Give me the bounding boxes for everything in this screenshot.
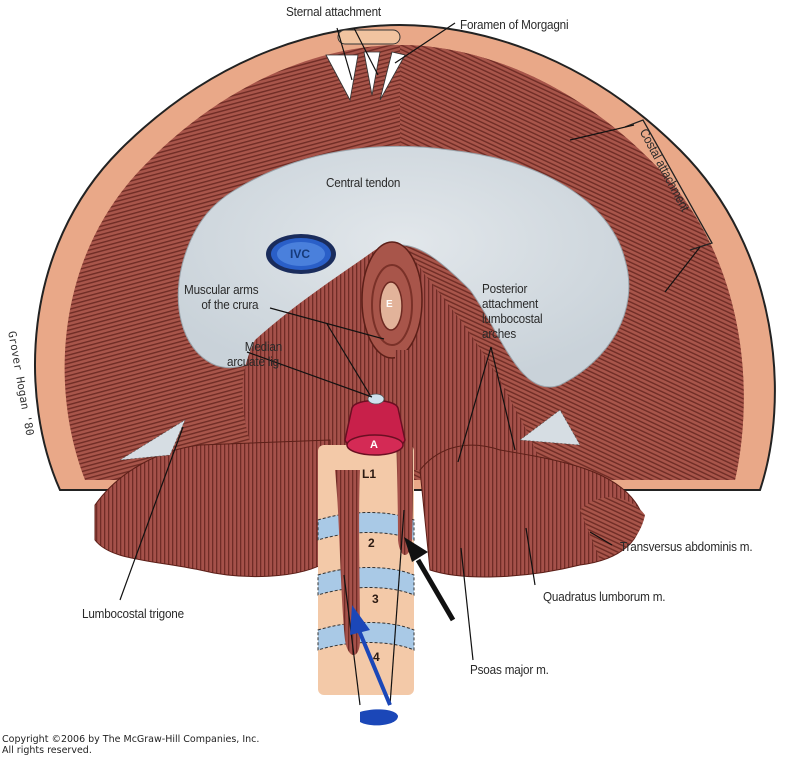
label-muscular-arms-of-crura: Muscular arms of the crura xyxy=(184,282,259,312)
leader-lines xyxy=(119,22,701,706)
vertebral-column xyxy=(317,350,415,695)
black-arrow xyxy=(404,537,456,622)
label-central-tendon: Central tendon xyxy=(326,175,401,190)
label-foramen-of-morgagni: Foramen of Morgagni xyxy=(460,17,569,32)
label-ivc: IVC xyxy=(290,247,311,261)
label-sternal-attachment: Sternal attachment xyxy=(286,4,381,19)
blue-arrow xyxy=(350,605,398,726)
label-transversus-abdominis: Transversus abdominis m. xyxy=(620,539,753,554)
label-vertebra-3: 3 xyxy=(372,592,379,606)
copyright: Copyright ©2006 by The McGraw-Hill Compa… xyxy=(2,734,259,756)
label-vertebra-l1: L1 xyxy=(362,467,377,481)
costal-bracket xyxy=(624,119,713,251)
label-psoas-major: Psoas major m. xyxy=(470,662,549,677)
copyright-line-1: Copyright ©2006 by The McGraw-Hill Compa… xyxy=(2,734,260,745)
label-lumbocostal-trigone: Lumbocostal trigone xyxy=(82,606,184,621)
label-quadratus-lumborum: Quadratus lumborum m. xyxy=(543,589,666,604)
quadratus-psoas-muscles xyxy=(94,409,645,578)
sternal-attachment xyxy=(325,29,406,102)
label-posterior-attachment: Posterior attachment lumbocostal arches xyxy=(482,281,543,341)
label-vertebra-2: 2 xyxy=(368,536,375,550)
crura xyxy=(242,241,540,470)
copyright-line-2: All rights reserved. xyxy=(2,745,92,756)
aorta xyxy=(344,393,406,456)
label-vertebra-4: 4 xyxy=(373,650,380,664)
label-median-arcuate-ligament: Median arcuate lig. xyxy=(227,339,283,369)
label-esophagus: E xyxy=(386,299,393,310)
label-aorta: A xyxy=(370,439,378,451)
ivc-opening xyxy=(266,234,336,274)
